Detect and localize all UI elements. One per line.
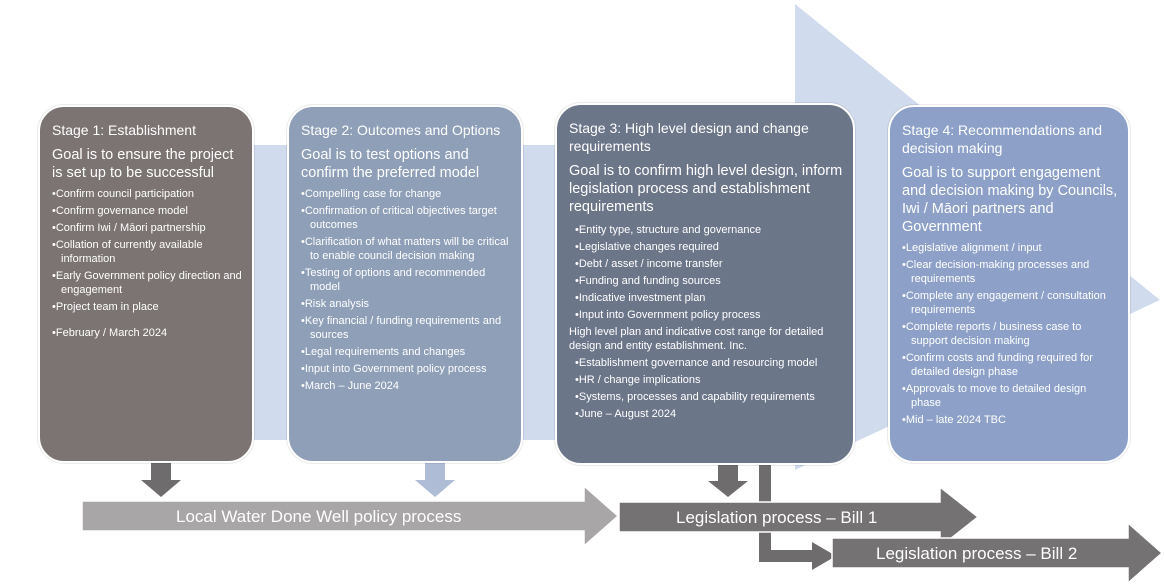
stage-2-date: March – June 2024 (301, 379, 511, 393)
bill2-process-label: Legislation process – Bill 2 (876, 544, 1078, 563)
list-item: Systems, processes and capability requir… (575, 390, 843, 404)
stage-4-items: Legislative alignment / input Clear deci… (902, 241, 1118, 427)
bill2-arrow-shape (831, 521, 1164, 585)
list-item: Early Government policy direction and en… (52, 269, 242, 297)
list-item: Input into Government policy process (575, 308, 843, 322)
list-item: Confirm Iwi / Māori partnership (52, 221, 242, 235)
list-item: Legislative alignment / input (902, 241, 1118, 255)
list-item: Legal requirements and changes (301, 345, 511, 359)
list-item: Clear decision-making processes and requ… (902, 258, 1118, 286)
stage-1-goal: Goal is to ensure the project is set up … (52, 147, 234, 181)
list-item: Establishment governance and resourcing … (575, 356, 843, 370)
stage-2-items: Compelling case for change Confirmation … (301, 187, 511, 393)
stage3-to-bill2-connector (759, 430, 836, 570)
list-item: Confirm council participation (52, 187, 242, 201)
list-item: Collation of currently available informa… (52, 238, 242, 266)
list-item: Complete reports / business case to supp… (902, 320, 1118, 348)
bill1-process-label: Legislation process – Bill 1 (676, 508, 878, 527)
stage3-down-arrow (708, 464, 748, 497)
stage-1-box: Stage 1: Establishment Goal is to ensure… (38, 105, 254, 463)
stage-3-box: Stage 3: High level design and change re… (555, 103, 855, 465)
list-item: Risk analysis (301, 297, 511, 311)
list-item: Funding and funding sources (575, 274, 843, 288)
stage-3-date: June – August 2024 (575, 407, 843, 421)
list-item: Project team in place (52, 300, 242, 314)
stage1-down-arrow (141, 462, 181, 497)
stage-1-items: Confirm council participation Confirm go… (52, 187, 242, 340)
ldww-process-label: Local Water Done Well policy process (176, 507, 462, 526)
list-item: Approvals to move to detailed design pha… (902, 382, 1118, 410)
list-item: Debt / asset / income transfer (575, 257, 843, 271)
list-item: Testing of options and recommended model (301, 266, 511, 294)
stage-2-box: Stage 2: Outcomes and Options Goal is to… (287, 105, 523, 463)
stage-1-title: Stage 1: Establishment (52, 122, 196, 138)
list-item: Complete any engagement / consultation r… (902, 289, 1118, 317)
list-item: Legislative changes required (575, 240, 843, 254)
list-item: Confirm costs and funding required for d… (902, 351, 1118, 379)
list-item: Compelling case for change (301, 187, 511, 201)
stage-3-goal: Goal is to confirm high level design, in… (569, 163, 843, 215)
stage2-down-arrow (415, 462, 455, 497)
list-item: Key financial / funding requirements and… (301, 314, 511, 342)
stage-4-box: Stage 4: Recommendations and decision ma… (888, 105, 1130, 463)
ldww-arrow-shape (81, 484, 620, 548)
list-item: Input into Government policy process (301, 362, 511, 376)
stage-4-title: Stage 4: Recommendations and decision ma… (902, 122, 1103, 156)
stage-2-goal: Goal is to test options and confirm the … (301, 147, 480, 181)
stage-2-title: Stage 2: Outcomes and Options (301, 122, 501, 138)
stage-3-plan-text: High level plan and indicative cost rang… (569, 326, 824, 352)
list-item: Clarification of what matters will be cr… (301, 235, 511, 263)
list-item: Confirm governance model (52, 204, 242, 218)
list-item: Confirmation of critical objectives targ… (301, 204, 511, 232)
stage-3-title: Stage 3: High level design and change re… (569, 120, 809, 154)
list-item: Entity type, structure and governance (575, 223, 843, 237)
list-item: HR / change implications (575, 373, 843, 387)
bill1-arrow-shape (618, 485, 980, 549)
stage-4-goal: Goal is to support engagement and decisi… (902, 165, 1118, 235)
list-item: Indicative investment plan (575, 291, 843, 305)
stage-1-date: February / March 2024 (52, 326, 242, 340)
stage-4-date: Mid – late 2024 TBC (902, 413, 1118, 427)
stage-3-items: Entity type, structure and governance Le… (569, 223, 843, 421)
